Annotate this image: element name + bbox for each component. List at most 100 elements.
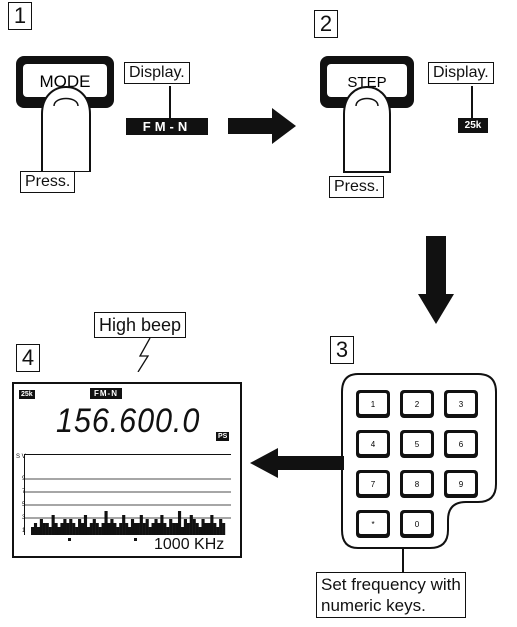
numeric-keypad: 1 2 3 4 5 6 7 8 9 * 0 [341, 373, 497, 549]
spectrum-bar [160, 515, 164, 535]
keypad-key-6[interactable]: 6 [444, 430, 478, 458]
spectrum-bar [148, 527, 152, 535]
spectrum-bar [31, 527, 35, 535]
keypad-key-star[interactable]: * [356, 510, 390, 538]
keypad-key-label: 4 [371, 440, 376, 449]
spectrum-bar [78, 519, 82, 535]
keypad-key-3[interactable]: 3 [444, 390, 478, 418]
spectrum-bar [98, 527, 102, 535]
spectrum-bar [151, 523, 155, 535]
spectrum-bar [157, 523, 161, 535]
spectrum-bar [204, 523, 208, 535]
spectrum-bar [39, 519, 43, 535]
spectrum-bar [51, 515, 55, 535]
keypad-key-4[interactable]: 4 [356, 430, 390, 458]
instruction-line-1: Set frequency with [321, 575, 461, 594]
step-1-display-label: Display. [124, 62, 190, 84]
lcd-scale-label-7: 7 [22, 489, 26, 495]
mode-button-label: MODE [40, 72, 91, 91]
lcd-marker [134, 538, 137, 541]
spectrum-bar [104, 511, 108, 535]
step-3-instruction: Set frequency with numeric keys. [316, 572, 466, 618]
keypad-key-label: 3 [459, 400, 464, 409]
spectrum-bar [60, 523, 64, 535]
keypad-key-0[interactable]: 0 [400, 510, 434, 538]
keypad-key-label: * [371, 520, 374, 529]
keypad-key-label: 2 [415, 400, 420, 409]
lcd-scale-top: S V [16, 454, 26, 460]
keypad-key-2[interactable]: 2 [400, 390, 434, 418]
step-2-display-value: 25k [458, 118, 488, 133]
lcd-scale-label-9: 9 [22, 476, 26, 482]
keypad-key-7[interactable]: 7 [356, 470, 390, 498]
spectrum-bar [119, 523, 123, 535]
spectrum-bar [180, 527, 185, 535]
spectrum-bar [125, 523, 129, 535]
spectrum-bar [66, 523, 70, 535]
lcd-display: 25k FM-N 156.600.0 PS S V 9 7 5 3 1 1000… [12, 382, 242, 558]
keypad-key-8[interactable]: 8 [400, 470, 434, 498]
spectrum-bar [128, 527, 132, 535]
spectrum-bar [42, 523, 46, 535]
spectrum-bar [101, 523, 105, 535]
instruction-line-2: numeric keys. [321, 596, 426, 615]
mode-button-illustration: MODE [16, 56, 114, 172]
spectrum-bar [48, 527, 52, 535]
spectrum-bar [63, 519, 67, 535]
keypad-key-1[interactable]: 1 [356, 390, 390, 418]
keypad-key-label: 5 [415, 440, 420, 449]
spectrum-bar [33, 523, 38, 535]
step-2-number: 2 [314, 10, 338, 38]
spectrum-bar [116, 527, 120, 535]
spectrum-bar [192, 519, 196, 535]
step-button-illustration: STEP [320, 56, 414, 173]
mode-button-face [23, 64, 107, 97]
spectrum-bar [89, 523, 93, 535]
spectrum-bar [110, 519, 114, 535]
spectrum-bar [213, 523, 217, 535]
spectrum-bar [219, 519, 223, 535]
keypad-key-label: 6 [459, 440, 464, 449]
arrow-right-icon [228, 108, 296, 144]
finger-icon [41, 86, 91, 172]
lcd-frequency: 156.600.0 [56, 402, 201, 440]
step-1-display-value: FM-N [126, 118, 208, 135]
keypad-key-9[interactable]: 9 [444, 470, 478, 498]
spectrum-bar [210, 515, 214, 535]
spectrum-bar [201, 519, 205, 535]
spectrum-bar [172, 523, 176, 535]
spectrum-bar [86, 527, 90, 535]
spectrum-bar [222, 523, 226, 535]
spectrum-bar [175, 523, 179, 535]
step-1-press-label: Press. [20, 171, 76, 193]
step-1-number: 1 [8, 2, 32, 30]
spectrum-bar [45, 523, 49, 535]
high-beep-label: High beep [94, 312, 187, 338]
step-2-press-label: Press. [329, 176, 385, 198]
spectrum-bar [75, 527, 79, 535]
spectrum-bar [57, 527, 61, 535]
spectrum-bar [139, 515, 143, 535]
spectrum-bar [36, 527, 41, 535]
beep-lightning-icon [137, 338, 151, 372]
lcd-span: 1000 KHz [154, 536, 225, 553]
step-button-label: STEP [347, 74, 386, 91]
spectrum-bar [189, 515, 193, 535]
spectrum-bar [122, 515, 126, 535]
keypad-key-label: 7 [371, 480, 376, 489]
lcd-step-badge: 25k [19, 390, 35, 399]
step-2-display-label: Display. [428, 62, 494, 84]
spectrum-bar [107, 523, 111, 535]
keypad-key-5[interactable]: 5 [400, 430, 434, 458]
lcd-marker [68, 538, 71, 541]
keypad-key-label: 9 [459, 480, 464, 489]
spectrum-bar [130, 519, 135, 535]
step-button-face [327, 64, 407, 97]
spectrum-bar [207, 523, 211, 535]
spectrum-bar [92, 519, 96, 535]
spectrum-bar [166, 527, 170, 535]
spectrum-bar [72, 523, 76, 535]
spectrum-bar [136, 523, 140, 535]
lcd-mode-badge: FM-N [90, 388, 122, 399]
spectrum-bar [216, 527, 220, 535]
